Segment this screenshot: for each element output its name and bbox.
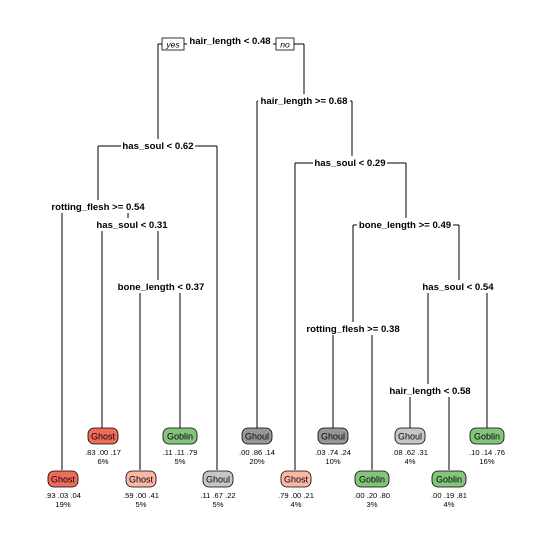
- leaf-ghost-19: Ghost .93 .03 .04 19%: [45, 470, 81, 509]
- edge-s7: [294, 162, 407, 470]
- leaf-box: [202, 470, 234, 488]
- leaf-box: [431, 470, 467, 488]
- leaf-nodes: Ghost .93 .03 .04 19% Ghost .83 .00 .17 …: [45, 427, 505, 509]
- leaf-class-label: Ghost: [91, 432, 116, 442]
- leaf-ghoul-10: Ghoul .03 .74 .24 10%: [315, 427, 351, 466]
- leaf-percent: 19%: [55, 500, 70, 509]
- split-labels: hair_length < 0.48 has_soul < 0.62 rotti…: [50, 34, 497, 397]
- split-has-soul-029: has_soul < 0.29: [314, 158, 385, 169]
- leaf-ghoul-20: Ghoul .00 .86 .14 20%: [239, 427, 275, 466]
- leaf-class-label: Goblin: [436, 475, 462, 485]
- tree-edges: [61, 43, 488, 470]
- leaf-box: [241, 427, 273, 445]
- leaf-box: [317, 427, 349, 445]
- leaf-goblin-16: Goblin .10 .14 .76 16%: [469, 427, 505, 466]
- leaf-class-label: Goblin: [359, 475, 385, 485]
- leaf-ghoul-5: Ghoul .11 .67 .22 5%: [200, 470, 236, 509]
- leaf-box: [47, 470, 79, 488]
- leaf-percent: 3%: [367, 500, 378, 509]
- split-bone-length-049: bone_length >= 0.49: [359, 220, 451, 231]
- leaf-percent: 4%: [444, 500, 455, 509]
- leaf-class-label: Ghost: [284, 475, 309, 485]
- leaf-box: [87, 427, 119, 445]
- leaf-probs: .00 .20 .80: [354, 491, 390, 500]
- leaf-probs: .59 .00 .41: [123, 491, 159, 500]
- root-branch-tags: yes no: [161, 37, 295, 51]
- leaf-class-label: Ghoul: [245, 432, 269, 442]
- split-hair-length-058: hair_length < 0.58: [389, 386, 471, 397]
- leaf-ghost-5: Ghost .59 .00 .41 5%: [123, 470, 159, 509]
- split-has-soul-031: has_soul < 0.31: [96, 220, 168, 231]
- leaf-percent: 4%: [291, 500, 302, 509]
- leaf-ghost-4: Ghost .79 .00 .21 4%: [278, 470, 314, 509]
- leaf-percent: 6%: [98, 457, 109, 466]
- leaf-ghost-6: Ghost .83 .00 .17 6%: [85, 427, 121, 466]
- leaf-class-label: Goblin: [474, 432, 500, 442]
- split-bone-length-037: bone_length < 0.37: [118, 282, 205, 293]
- leaf-probs: .79 .00 .21: [278, 491, 314, 500]
- leaf-box: [469, 427, 505, 445]
- no-tag-box: [275, 37, 295, 51]
- leaf-class-label: Ghoul: [321, 432, 345, 442]
- edge-s10: [427, 286, 488, 428]
- split-hair-length-068: hair_length >= 0.68: [261, 96, 349, 107]
- leaf-probs: .10 .14 .76: [469, 448, 505, 457]
- leaf-percent: 5%: [213, 500, 224, 509]
- leaf-percent: 10%: [325, 457, 340, 466]
- leaf-box: [280, 470, 312, 488]
- split-has-soul-054: has_soul < 0.54: [422, 282, 494, 293]
- leaf-probs: .00 .86 .14: [239, 448, 275, 457]
- leaf-probs: .00 .19 .81: [431, 491, 467, 500]
- split-has-soul-062: has_soul < 0.62: [122, 141, 193, 152]
- leaf-percent: 20%: [249, 457, 264, 466]
- leaf-box: [125, 470, 157, 488]
- leaf-ghoul-4: Ghoul .08 .62 .31 4%: [392, 427, 428, 466]
- leaf-box: [354, 470, 390, 488]
- leaf-class-label: Ghoul: [206, 475, 230, 485]
- leaf-percent: 5%: [175, 457, 186, 466]
- split-rotting-flesh-038: rotting_flesh >= 0.38: [306, 324, 400, 335]
- leaf-goblin-5: Goblin .11 .11 .79 5%: [162, 427, 198, 466]
- edge-s4: [101, 224, 159, 428]
- no-tag: no: [280, 40, 290, 50]
- leaf-probs: .93 .03 .04: [45, 491, 81, 500]
- leaf-percent: 5%: [136, 500, 147, 509]
- leaf-percent: 4%: [405, 457, 416, 466]
- split-rotting-flesh-054: rotting_flesh >= 0.54: [51, 202, 145, 213]
- leaf-goblin-4: Goblin .00 .19 .81 4%: [431, 470, 467, 509]
- edge-s8: [352, 224, 460, 329]
- leaf-box: [162, 427, 198, 445]
- yes-tag-box: [161, 37, 185, 51]
- yes-tag: yes: [165, 40, 180, 50]
- leaf-box: [394, 427, 426, 445]
- leaf-probs: .03 .74 .24: [315, 448, 351, 457]
- leaf-class-label: Ghost: [51, 475, 76, 485]
- leaf-percent: 16%: [479, 457, 494, 466]
- leaf-probs: .83 .00 .17: [85, 448, 121, 457]
- leaf-probs: .11 .11 .79: [163, 448, 198, 457]
- leaf-goblin-3: Goblin .00 .20 .80 3%: [354, 470, 390, 509]
- leaf-probs: .11 .67 .22: [200, 491, 235, 500]
- leaf-class-label: Ghoul: [398, 432, 422, 442]
- edge-s2: [97, 145, 218, 470]
- leaf-class-label: Ghost: [129, 475, 154, 485]
- leaf-probs: .08 .62 .31: [392, 448, 428, 457]
- split-hair-length-048: hair_length < 0.48: [189, 36, 271, 47]
- leaf-class-label: Goblin: [167, 432, 193, 442]
- edge-s6: [256, 100, 353, 428]
